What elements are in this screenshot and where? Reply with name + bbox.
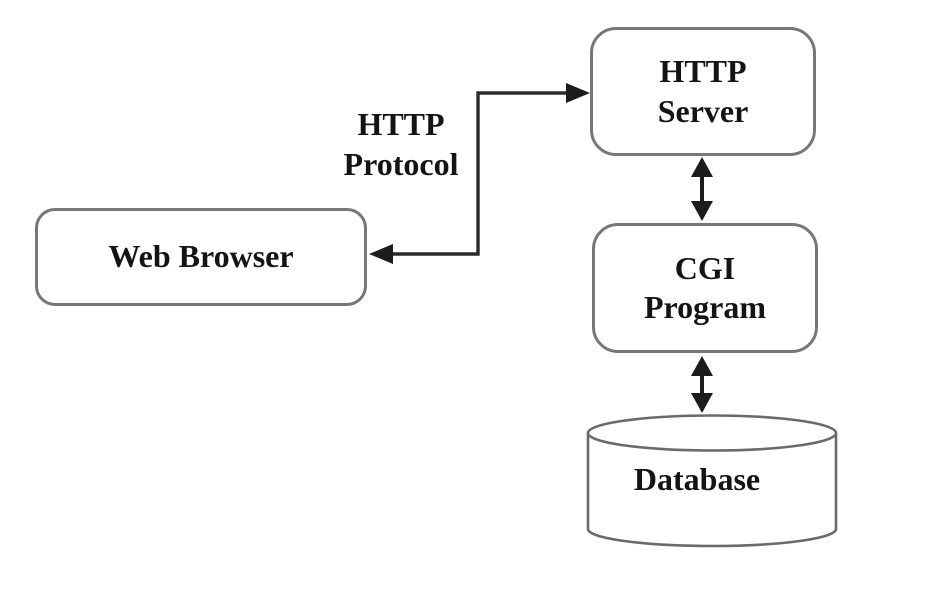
edge-server-cgi [691, 157, 713, 221]
arrowhead-down-to-cgi [691, 201, 713, 221]
edge-cgi-database [691, 356, 713, 413]
edge-browser-server [369, 83, 590, 264]
node-cgi-program: CGI Program [592, 223, 818, 353]
database-cylinder [586, 414, 838, 548]
edge-http-protocol-label: HTTP Protocol [343, 106, 459, 182]
node-web-browser-label: Web Browser [108, 238, 294, 275]
node-cgi-program-label: CGI Program [643, 249, 767, 325]
arrowhead-down-to-database [691, 393, 713, 413]
node-http-server: HTTP Server [590, 27, 816, 156]
node-web-browser: Web Browser [35, 208, 367, 306]
arrowhead-into-http-server [566, 83, 590, 103]
node-database-label: Database [633, 461, 761, 497]
node-http-server-label: HTTP Server [657, 53, 749, 129]
arrowhead-up-to-cgi [691, 356, 713, 376]
arrowhead-into-web-browser [369, 244, 393, 264]
arrowhead-up-to-server [691, 157, 713, 177]
